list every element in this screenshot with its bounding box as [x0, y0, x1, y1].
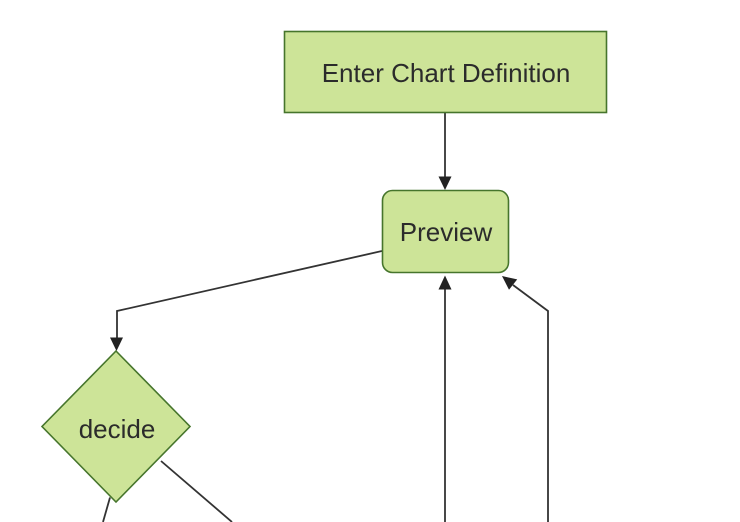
node-label-enter-chart-definition: Enter Chart Definition: [322, 58, 571, 88]
diamond-shape: [40, 349, 192, 504]
edge-layer: [102, 113, 549, 522]
node-label-preview: Preview: [400, 217, 493, 247]
rectangle-shape: [283, 30, 608, 114]
edge-preview-to-decide: [116, 250, 383, 338]
arrowhead-enter-to-preview: [438, 176, 452, 190]
node-preview: Preview: [381, 189, 510, 274]
rounded-rectangle-shape: [381, 189, 510, 274]
arrowhead-bottom-to-preview: [438, 275, 452, 290]
edge-decide-to-offscreen-left: [102, 497, 111, 522]
arrowhead-preview-to-decide: [110, 337, 123, 351]
arrowhead-bottomright-to-preview: [502, 276, 518, 290]
edge-bottomright-to-preview: [512, 284, 549, 522]
edge-decide-to-offscreen-right: [160, 460, 233, 522]
node-enter-chart-definition: Enter Chart Definition: [283, 30, 608, 114]
node-label-decide: decide: [79, 414, 156, 444]
node-decide: decide: [40, 349, 192, 504]
